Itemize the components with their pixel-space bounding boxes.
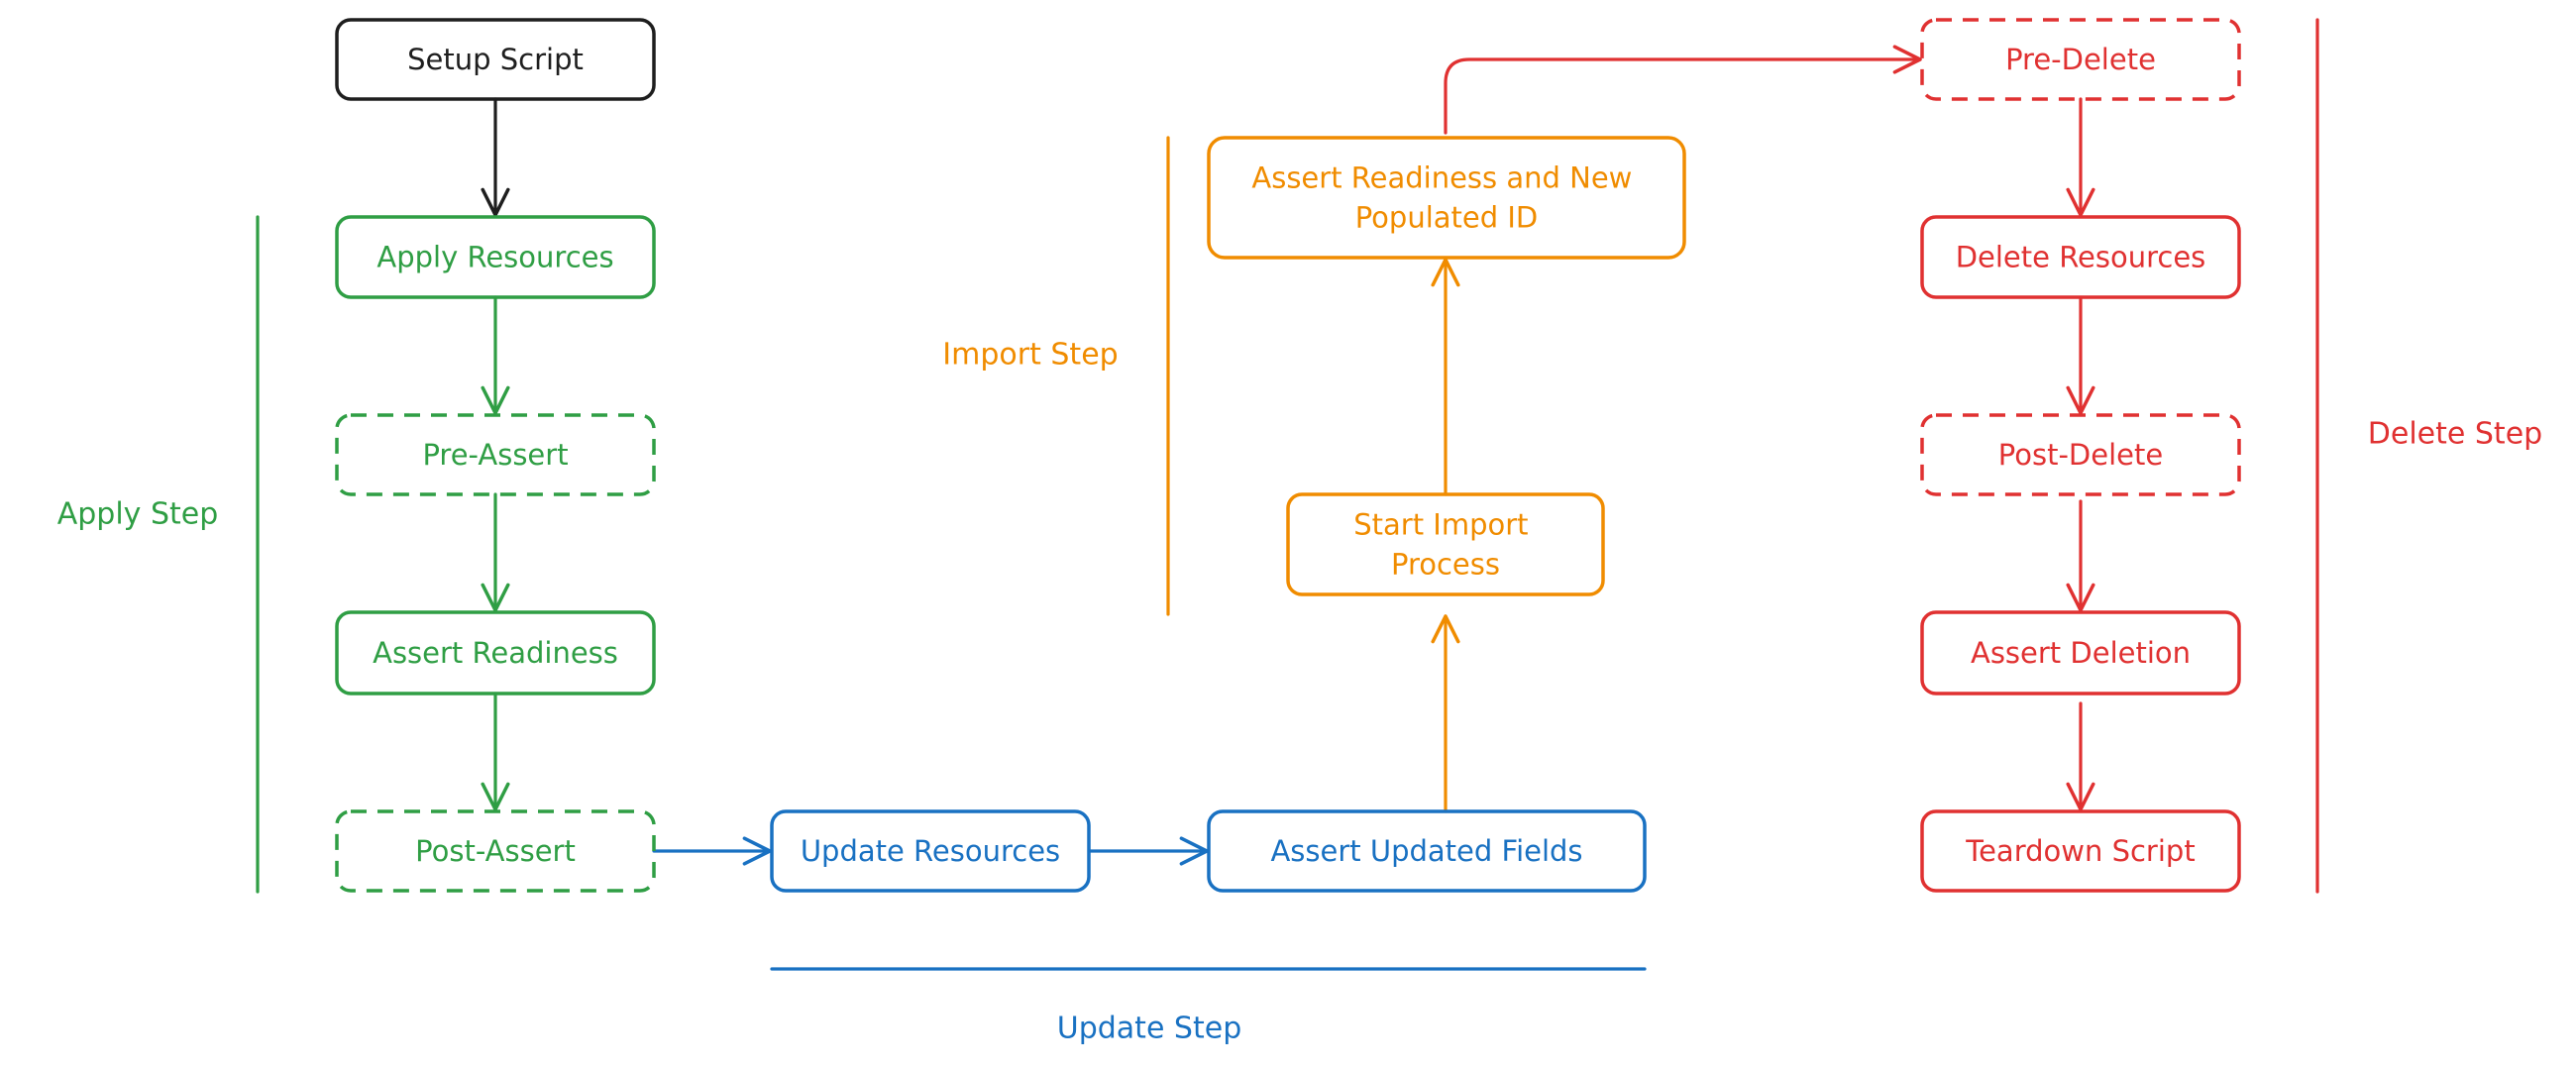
node-label: Teardown Script xyxy=(1965,834,2195,868)
node-label: Setup Script xyxy=(407,43,584,76)
node-box xyxy=(335,215,656,299)
node-box xyxy=(1920,610,2241,696)
edge-assert-new-id-to-pre-delete xyxy=(1444,45,1922,135)
node-label-line-1: Start Import xyxy=(1353,508,1528,542)
node-start-import-process: Start Import Process xyxy=(1286,492,1605,596)
apply-step-label: Apply Step xyxy=(57,497,219,532)
node-box xyxy=(335,413,656,496)
node-label-line-1: Assert Readiness and New xyxy=(1251,161,1632,195)
node-label: Pre-Assert xyxy=(422,438,568,472)
update-step-label: Update Step xyxy=(1057,1012,1242,1046)
node-label: Assert Readiness xyxy=(373,636,618,670)
node-box xyxy=(335,610,656,696)
node-assert-readiness: Assert Readiness xyxy=(335,610,656,696)
node-assert-readiness-new-id: Assert Readiness and New Populated ID xyxy=(1207,136,1686,260)
node-box xyxy=(770,809,1091,893)
node-box xyxy=(1286,492,1605,596)
node-box xyxy=(335,18,656,101)
node-label: Update Resources xyxy=(801,834,1060,868)
node-pre-delete: Pre-Delete xyxy=(1920,18,2241,101)
node-delete-resources: Delete Resources xyxy=(1920,215,2241,299)
node-label: Assert Deletion xyxy=(1971,636,2191,670)
import-step-label: Import Step xyxy=(942,338,1118,373)
node-assert-updated-fields: Assert Updated Fields xyxy=(1207,809,1647,893)
node-box xyxy=(1920,413,2241,496)
node-setup-script: Setup Script xyxy=(335,18,656,101)
node-label: Assert Updated Fields xyxy=(1270,834,1582,868)
node-update-resources: Update Resources xyxy=(770,809,1091,893)
node-label-line-2: Process xyxy=(1391,548,1500,582)
node-label: Apply Resources xyxy=(376,241,613,274)
node-label: Post-Delete xyxy=(1998,438,2163,472)
node-post-assert: Post-Assert xyxy=(335,809,656,893)
node-box xyxy=(1920,18,2241,101)
node-box xyxy=(1920,215,2241,299)
node-box xyxy=(1920,809,2241,893)
node-label: Assert Readiness and New Populated ID xyxy=(1251,161,1641,235)
node-label: Post-Assert xyxy=(415,834,576,868)
delete-step-label: Delete Step xyxy=(2368,417,2542,452)
node-label: Start Import Process xyxy=(1353,508,1538,582)
node-label: Pre-Delete xyxy=(2005,43,2156,76)
node-pre-assert: Pre-Assert xyxy=(335,413,656,496)
node-box xyxy=(1207,809,1647,893)
node-assert-deletion: Assert Deletion xyxy=(1920,610,2241,696)
node-box xyxy=(1207,136,1686,260)
node-post-delete: Post-Delete xyxy=(1920,413,2241,496)
node-teardown-script: Teardown Script xyxy=(1920,809,2241,893)
node-label-line-2: Populated ID xyxy=(1355,201,1539,235)
node-apply-resources: Apply Resources xyxy=(335,215,656,299)
node-box xyxy=(335,809,656,893)
node-label: Delete Resources xyxy=(1956,241,2206,274)
